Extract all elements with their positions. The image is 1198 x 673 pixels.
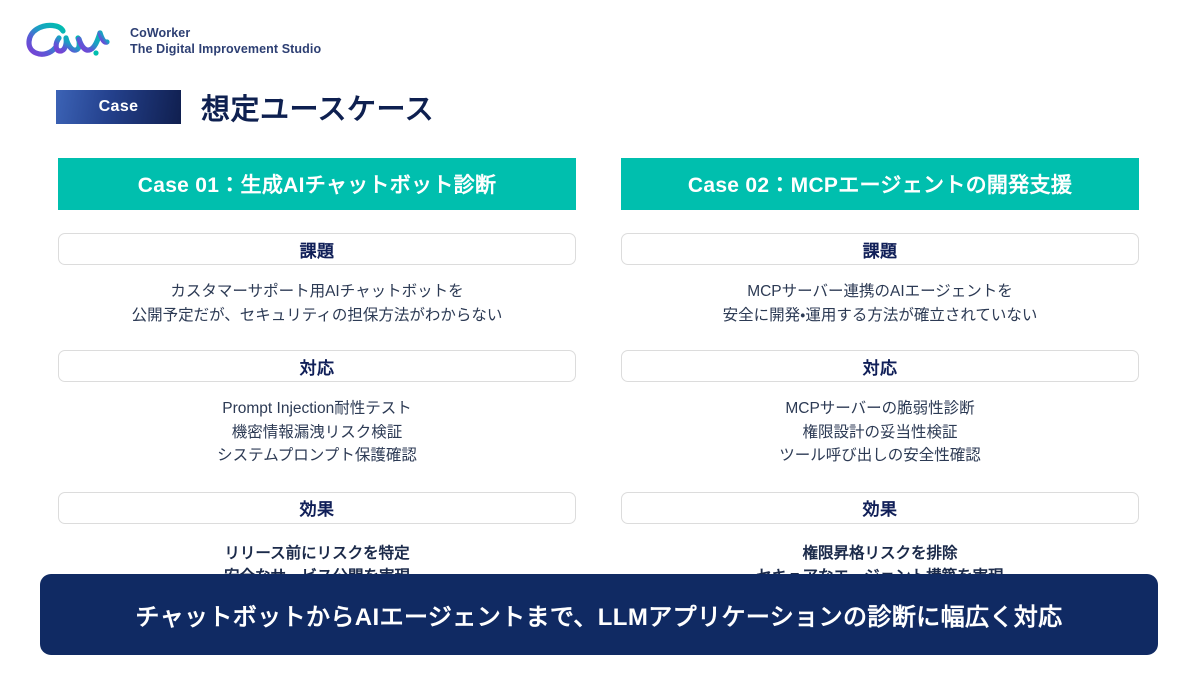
summary-banner-text: チャットボットからAIエージェントまで、LLMアプリケーションの診断に幅広く対応 (135, 604, 1063, 631)
section-label-text: 効果 (862, 500, 898, 520)
card-header-02: Case 02：MCPエージェントの開発支援 (621, 158, 1139, 210)
text-line: 機密情報漏洩リスク検証 (231, 423, 403, 441)
section-label-issue: 課題 (621, 233, 1139, 265)
section-response-01: 対応 Prompt Injection耐性テスト 機密情報漏洩リスク検証 システ… (58, 350, 576, 468)
card-header-title: Case 01：生成AIチャットボット診断 (137, 174, 497, 197)
section-issue-02: 課題 MCPサーバー連携のAIエージェントを 安全に開発・運用する方法が確立され… (621, 233, 1139, 327)
text-line: 安全に開発・運用する方法が確立されていない (722, 306, 1038, 324)
section-label-issue: 課題 (58, 233, 576, 265)
section-label-response: 対応 (621, 350, 1139, 383)
coworker-cow-script-logo-icon (22, 20, 118, 62)
section-body-issue: カスタマーサポート用AIチャットボットを 公開予定だが、セキュリティの担保方法が… (58, 280, 576, 327)
text-line: 権限設計の妥当性検証 (802, 423, 958, 441)
page-title: 想定ユースケース (201, 94, 435, 126)
text-line: リリース前にリスクを特定 (224, 544, 410, 562)
section-issue-01: 課題 カスタマーサポート用AIチャットボットを 公開予定だが、セキュリティの担保… (58, 233, 576, 327)
section-title-row: Case 想定ユースケース (56, 86, 434, 128)
use-case-card-01: Case 01：生成AIチャットボット診断 課題 カスタマーサポート用AIチャッ… (58, 158, 576, 589)
section-label-response: 対応 (58, 350, 576, 383)
section-label-text: 対応 (299, 358, 335, 378)
text-line: MCPサーバー連携のAIエージェントを (747, 283, 1013, 300)
section-label-text: 課題 (862, 241, 898, 261)
brand-name: CoWorker (130, 26, 191, 40)
text-line: システムプロンプト保護確認 (217, 447, 417, 465)
text-line: MCPサーバーの脆弱性診断 (785, 400, 975, 418)
use-case-card-02: Case 02：MCPエージェントの開発支援 課題 MCPサーバー連携のAIエー… (621, 158, 1139, 589)
brand-wordmark: CoWorker The Digital Improvement Studio (130, 25, 321, 57)
section-label-effect: 効果 (58, 491, 576, 524)
text-line: 公開予定だが、セキュリティの担保方法がわからない (131, 306, 503, 324)
section-body-response: MCPサーバーの脆弱性診断 権限設計の妥当性検証 ツール呼び出しの安全性確認 (621, 397, 1139, 468)
section-body-issue: MCPサーバー連携のAIエージェントを 安全に開発・運用する方法が確立されていな… (621, 280, 1139, 327)
card-header-01: Case 01：生成AIチャットボット診断 (58, 158, 576, 210)
section-label-effect: 効果 (621, 491, 1139, 524)
text-line: Prompt Injection耐性テスト (222, 400, 412, 418)
section-body-response: Prompt Injection耐性テスト 機密情報漏洩リスク検証 システムプロ… (58, 397, 576, 468)
summary-banner: チャットボットからAIエージェントまで、LLMアプリケーションの診断に幅広く対応 (40, 574, 1158, 655)
brand-header: CoWorker The Digital Improvement Studio (22, 20, 321, 62)
card-header-title: Case 02：MCPエージェントの開発支援 (687, 174, 1073, 197)
use-case-cards: Case 01：生成AIチャットボット診断 課題 カスタマーサポート用AIチャッ… (58, 158, 1139, 589)
section-response-02: 対応 MCPサーバーの脆弱性診断 権限設計の妥当性検証 ツール呼び出しの安全性確… (621, 350, 1139, 468)
brand-tagline: The Digital Improvement Studio (130, 42, 322, 56)
section-label-text: 課題 (299, 241, 335, 261)
case-badge: Case (56, 90, 181, 124)
case-badge-label: Case (98, 98, 139, 115)
text-line: 権限昇格リスクを排除 (802, 544, 958, 562)
text-line: カスタマーサポート用AIチャットボットを (170, 283, 464, 300)
text-line: ツール呼び出しの安全性確認 (779, 447, 981, 465)
section-label-text: 効果 (299, 500, 335, 520)
section-effect-01: 効果 リリース前にリスクを特定 安全なサービス公開を実現 (58, 491, 576, 589)
section-label-text: 対応 (862, 358, 898, 378)
